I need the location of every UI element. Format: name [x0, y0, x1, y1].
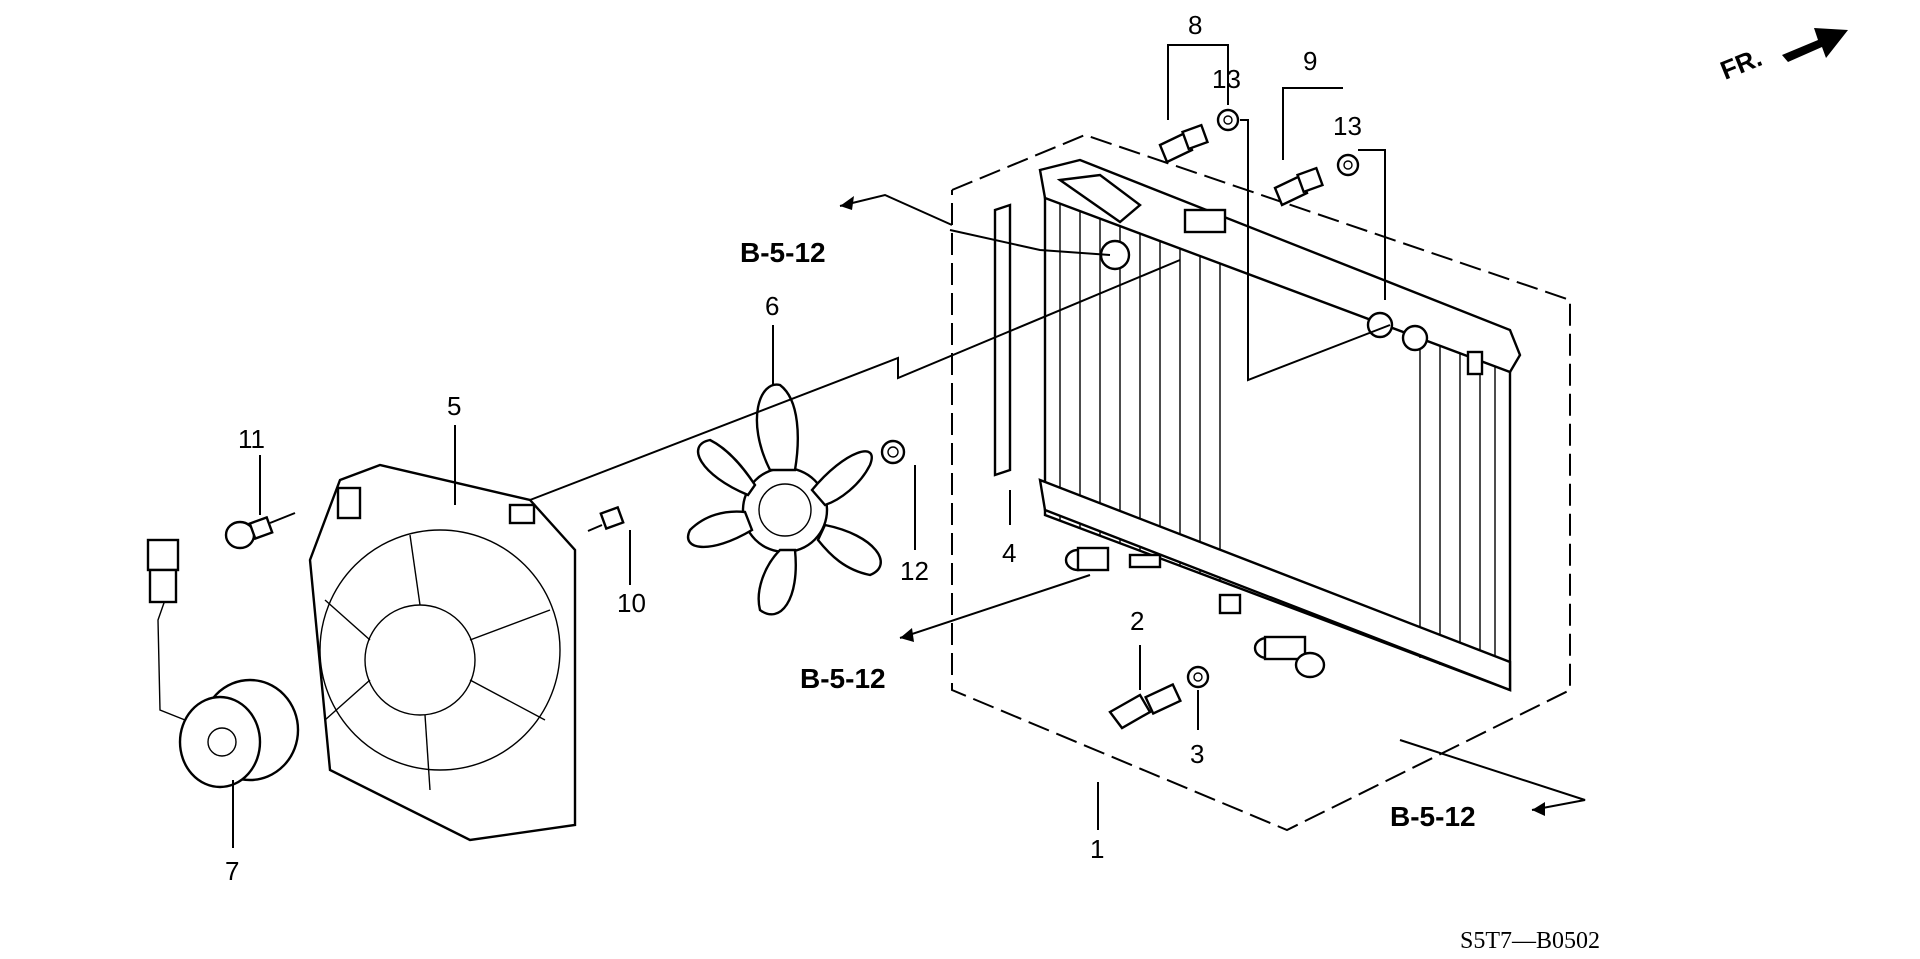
radiator-hose-outlets — [1064, 546, 1326, 679]
callout-7: 7 — [225, 856, 239, 886]
callout-8: 8 — [1188, 10, 1202, 40]
temperature-switch-b — [1273, 166, 1325, 207]
front-label: FR. — [1716, 42, 1766, 86]
callout-3: 3 — [1190, 739, 1204, 769]
ref-arrow-3 — [1532, 802, 1545, 816]
drain-washer — [1186, 665, 1210, 689]
flange-bolt — [224, 512, 296, 550]
side-seal-strip — [993, 203, 1012, 477]
radiator-assembly-outline — [951, 133, 1571, 832]
reference-label-3: B-5-12 — [1390, 801, 1476, 832]
front-arrow-icon — [1782, 28, 1848, 62]
reference-label-1: B-5-12 — [740, 237, 826, 268]
callout-9: 9 — [1303, 46, 1317, 76]
ref-arrow-1 — [840, 196, 854, 210]
fan-shroud — [308, 463, 577, 842]
callout-5: 5 — [447, 391, 461, 421]
ref-arrow-2 — [900, 628, 914, 642]
temperature-switch-a — [1158, 123, 1210, 164]
callout-13-b: 13 — [1333, 111, 1362, 141]
radiator — [1038, 158, 1522, 692]
front-direction-indicator: FR. — [1716, 28, 1848, 86]
fan-nut — [880, 439, 906, 465]
reference-label-2: B-5-12 — [800, 663, 886, 694]
callout-13-a: 13 — [1212, 64, 1241, 94]
callout-4: 4 — [1002, 538, 1016, 568]
washer-b — [1336, 153, 1360, 177]
callout-12: 12 — [900, 556, 929, 586]
fan-motor — [146, 538, 300, 789]
drain-plug — [1108, 682, 1182, 730]
callout-1: 1 — [1090, 834, 1104, 864]
callout-10: 10 — [617, 588, 646, 618]
mounting-bolt — [587, 505, 625, 532]
cooling-fan — [687, 383, 882, 616]
callout-6: 6 — [765, 291, 779, 321]
washer-a — [1216, 108, 1240, 132]
radiator-fins — [1059, 200, 1496, 684]
callout-2: 2 — [1130, 606, 1144, 636]
figure-code: S5T7—B0502 — [1460, 928, 1600, 954]
callout-11: 11 — [238, 424, 265, 454]
